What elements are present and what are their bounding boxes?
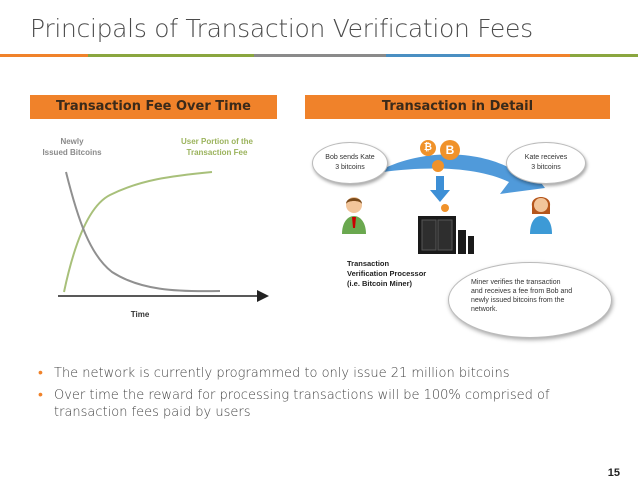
stripe-segment (470, 54, 570, 57)
newly-issued-label: Newly Issued Bitcoins (22, 136, 122, 158)
bob-bubble-line2: 3 bitcoins (335, 164, 365, 171)
stripe-segment (254, 54, 386, 57)
processor-label-line2: Verification Processor (347, 269, 427, 278)
stripe-segment (570, 54, 638, 57)
right-panel-header: Transaction in Detail (305, 95, 610, 119)
bob-bubble-line1: Bob sends Kate (325, 154, 375, 161)
slide-title: Principals of Transaction Verification F… (30, 14, 533, 43)
server-icon (418, 216, 474, 254)
user-portion-label-line2: Transaction Fee (186, 148, 248, 157)
stripe-segment (0, 54, 88, 57)
stripe-segment (88, 54, 254, 57)
processor-label: Transaction Verification Processor (i.e.… (347, 259, 447, 289)
bullet-list: • The network is currently programmed to … (38, 365, 598, 426)
bob-person-icon (342, 197, 366, 234)
kate-bubble-line1: Kate receives (524, 154, 568, 161)
fee-over-time-graph (58, 171, 269, 302)
user-portion-label-line1: User Portion of the (180, 137, 253, 146)
miner-bubble-line3: newly issued bitcoins from the (471, 297, 565, 304)
newly-issued-curve (65, 171, 221, 293)
kate-person-icon (530, 197, 552, 234)
user-portion-curve (63, 171, 213, 293)
small-coin-icon (441, 204, 449, 212)
coin-icon (432, 160, 444, 172)
kate-bubble-line2: 3 bitcoins (531, 164, 561, 171)
newly-issued-label-line2: Issued Bitcoins (42, 148, 102, 157)
bullet-text: Over time the reward for processing tran… (54, 388, 550, 420)
left-panel-header: Transaction Fee Over Time (30, 95, 277, 119)
bullet-item: • Over time the reward for processing tra… (38, 387, 598, 421)
time-axis-label: Time (130, 310, 150, 319)
bob-speech-bubble: Bob sends Kate 3 bitcoins (312, 142, 388, 184)
processor-label-line3: (i.e. Bitcoin Miner) (347, 279, 413, 288)
kate-speech-bubble: Kate receives 3 bitcoins (506, 142, 586, 184)
stripe-segment (386, 54, 470, 57)
down-arrow-icon (430, 176, 450, 202)
bullet-text: The network is currently programmed to o… (54, 366, 510, 381)
page-number: 15 (607, 467, 620, 479)
bullet-dot-icon: • (38, 387, 43, 403)
miner-bubble-line2: and receives a fee from Bob and (471, 288, 573, 295)
processor-label-line1: Transaction (347, 259, 390, 268)
transaction-arrow (375, 154, 545, 194)
bullet-item: • The network is currently programmed to … (38, 365, 598, 382)
coin-icon: B (440, 140, 460, 160)
miner-speech-bubble: Miner verifies the transaction and recei… (448, 262, 612, 338)
bullet-dot-icon: • (38, 365, 43, 381)
user-portion-label: User Portion of the Transaction Fee (162, 136, 272, 158)
miner-bubble-line1: Miner verifies the transaction (471, 279, 561, 286)
miner-bubble-line4: network. (471, 306, 498, 313)
newly-issued-label-line1: Newly (60, 137, 84, 146)
coin-icon: ₿ (420, 140, 436, 156)
